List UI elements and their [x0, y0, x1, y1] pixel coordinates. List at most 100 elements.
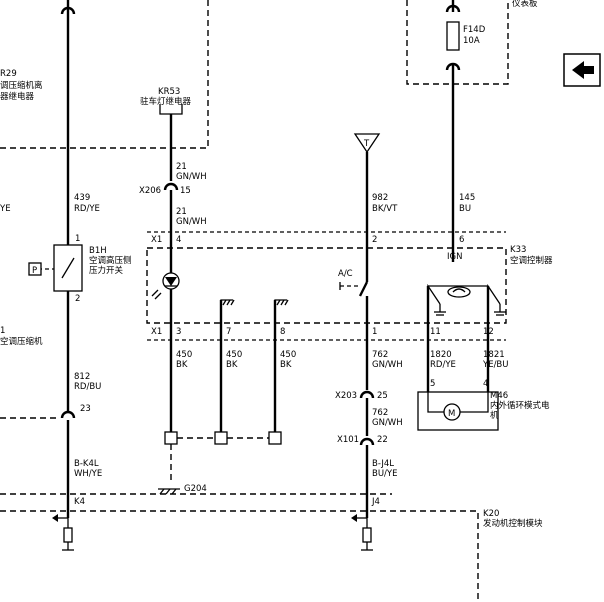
label-w762a-num: 762 [372, 350, 388, 360]
label-b1h-l2: 压力开关 [89, 265, 124, 276]
label-f14d-amp: 10A [463, 36, 480, 46]
ground-8-line [274, 299, 287, 312]
label-kr53-name: 驻车灯继电器 [140, 96, 192, 107]
label-w812-num: 812 [74, 372, 90, 382]
label-bj4l-num: B-J4L [372, 459, 394, 469]
recirc-arrow-icon [452, 288, 466, 293]
relay-12-contact [487, 283, 501, 305]
label-k33-id: K33 [510, 245, 526, 255]
label-m46-p4: 4 [483, 379, 488, 389]
label-bk4l-col: WH/YE [74, 469, 102, 479]
label-comp-pin: 1 [0, 326, 5, 336]
label-x101-id: X101 [337, 435, 359, 445]
ground-7-hatch-2 [226, 299, 231, 306]
label-w439-num: 439 [74, 193, 90, 203]
p23-connector-arc [60, 410, 76, 419]
led-ray-2 [154, 292, 162, 300]
m46-lead-4 [460, 392, 489, 413]
ground-terminal-box-3 [268, 431, 282, 445]
label-b1h-id: B1H [89, 246, 107, 256]
g204-ground-hatch-2 [165, 488, 171, 495]
ground-8-hatch-3 [284, 299, 289, 306]
label-w1821-num: 1821 [483, 350, 505, 360]
k4-arrow-icon [52, 514, 58, 522]
ground-terminal-box-1 [164, 431, 178, 445]
label-ye-left: YE [0, 204, 11, 214]
label-p-box: P [32, 266, 37, 276]
label-p11: 11 [430, 327, 441, 337]
label-dash-panel: 仪表板 [512, 0, 538, 9]
label-k33-name: 空调控制器 [510, 255, 553, 266]
label-w982-num: 982 [372, 193, 388, 203]
m46-lead-5 [427, 392, 444, 413]
label-m-mark: M [448, 409, 455, 419]
label-comp-name: 空调压缩机 [0, 336, 43, 347]
label-w145-col: BU [459, 204, 471, 214]
label-b1h-l1: 空调高压侧 [89, 255, 132, 266]
label-w21b-num: 21 [176, 207, 187, 217]
label-w812-col: RD/BU [74, 382, 101, 392]
label-w1821-col: YE/BU [482, 360, 508, 370]
label-m46-id: M46 [490, 391, 508, 401]
label-g204: G204 [184, 484, 207, 494]
arrow-left-icon [572, 61, 594, 79]
label-w21a-col: GN/WH [176, 172, 207, 182]
ground-terminal-box-2 [214, 431, 228, 445]
label-w450a-col: BK [176, 360, 188, 370]
led-diode-icon [165, 277, 177, 286]
motor-m-icon [443, 403, 461, 421]
ground-8-hatch-1 [276, 299, 281, 306]
g204-ground-hatch-1 [159, 488, 165, 495]
label-p12: 12 [483, 327, 494, 337]
label-ign: IGN [447, 252, 462, 262]
x206-connector-arc [163, 182, 179, 191]
label-w1820-col: RD/YE [430, 360, 456, 370]
label-p23: 23 [80, 404, 91, 414]
label-p1-mid: 1 [372, 327, 377, 337]
label-kr29-l2: 器继电器 [0, 91, 35, 102]
label-j4: J4 [371, 497, 380, 507]
label-m46-l2: 机 [490, 410, 499, 421]
label-w450b-num: 450 [226, 350, 242, 360]
label-w145-num: 145 [459, 193, 475, 203]
label-k20-id: K20 [483, 509, 499, 519]
x203-connector-arc [359, 390, 375, 399]
label-w1820-num: 1820 [430, 350, 452, 360]
ground-7-hatch-3 [230, 299, 235, 306]
label-w439-col: RD/YE [74, 204, 100, 214]
label-ac: A/C [338, 269, 353, 279]
connector-arc-top-left [60, 6, 76, 15]
k20-ecm-outline [0, 510, 479, 602]
ac-switch-contact [358, 281, 369, 297]
car-recirculation-icon [447, 286, 471, 298]
ground-7-line [220, 299, 233, 312]
label-x101-pin: 22 [377, 435, 388, 445]
ground-7-hatch-1 [222, 299, 227, 306]
label-x206-id: X206 [139, 186, 161, 196]
label-w762b-col: GN/WH [372, 418, 403, 428]
label-m46-p5: 5 [430, 379, 435, 389]
label-w450a-num: 450 [176, 350, 192, 360]
fuse-f14d-icon [446, 21, 460, 51]
g204-ground-hatch-3 [171, 488, 177, 495]
kr29-relay-outline [0, 0, 209, 149]
label-bj4l-col: BU/YE [372, 469, 397, 479]
label-kr29-id: R29 [0, 69, 17, 79]
x101-connector-arc [359, 437, 375, 446]
f14d-connector-arc [445, 62, 461, 71]
led-ray-1 [151, 289, 159, 297]
label-x203-pin: 25 [377, 391, 388, 401]
label-x1-top: X1 [151, 235, 162, 245]
relay-11-contact [427, 283, 441, 305]
pressure-p-box [28, 262, 42, 276]
label-p3: 3 [176, 327, 181, 337]
label-x1-bot: X1 [151, 327, 162, 337]
label-w21b-col: GN/WH [176, 217, 207, 227]
k4-resistor-icon [63, 527, 73, 543]
label-x203-id: X203 [335, 391, 357, 401]
label-f14d-id: F14D [463, 25, 486, 35]
instrument-panel-outline [406, 0, 509, 85]
label-k20-name: 发动机控制模块 [483, 518, 543, 529]
label-w982-col: BK/VT [372, 204, 398, 214]
